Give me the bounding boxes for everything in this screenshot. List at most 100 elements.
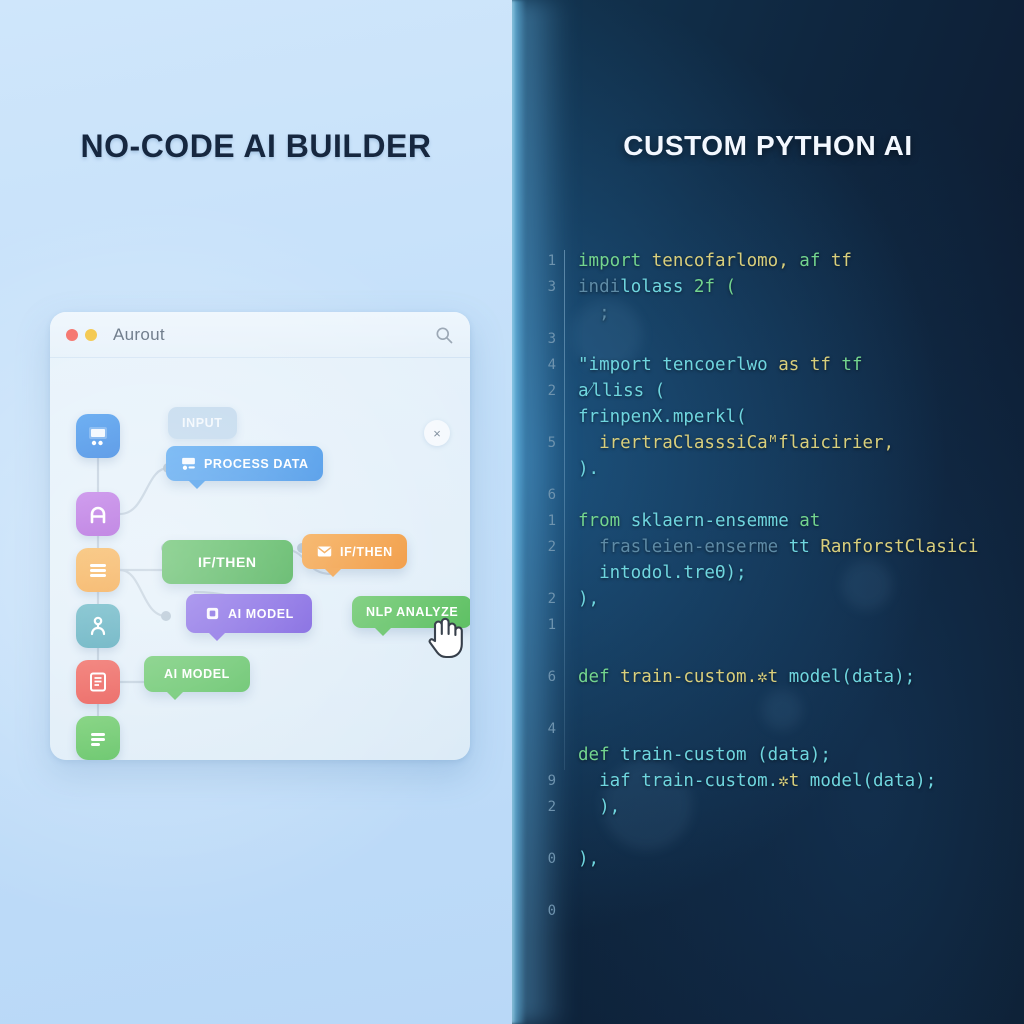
- line-number: 2: [547, 539, 556, 555]
- node-input[interactable]: INPUT: [168, 407, 237, 439]
- code-line: frinpenX.mperkl(: [578, 404, 1024, 430]
- code-line: [578, 898, 1024, 924]
- code-line: a⁄lliss (: [578, 378, 1024, 404]
- code-line: ),: [578, 846, 1024, 872]
- document-icon[interactable]: [76, 660, 120, 704]
- code-line: def train-custom (data);: [578, 742, 1024, 768]
- left-panel-title: NO-CODE AI BUILDER: [80, 128, 432, 164]
- builder-app-window: Aurout ×: [50, 312, 470, 760]
- search-icon[interactable]: [434, 325, 454, 345]
- node-if-then-orange[interactable]: IF/THEN: [302, 534, 407, 577]
- line-number: 6: [547, 669, 556, 685]
- node-process-data-label: PROCESS DATA: [204, 456, 309, 471]
- code-line: frasleien-enserme tt RanforstClasici: [578, 534, 1024, 560]
- code-line: ).: [578, 456, 1024, 482]
- code-line: [578, 612, 1024, 638]
- app-window-title: Aurout: [113, 324, 165, 344]
- code-line: "import tencoerlwo as tf tf: [578, 352, 1024, 378]
- code-line: ),: [578, 586, 1024, 612]
- line-number: 0: [547, 903, 556, 919]
- code-line: [578, 872, 1024, 898]
- code-line: irertraClasssiCaᴹflaicirier,: [578, 430, 1024, 456]
- node-if-then-orange-label: IF/THEN: [340, 544, 393, 559]
- code-token: ✲t: [757, 667, 789, 687]
- node-ai-model-purple[interactable]: AI MODEL: [186, 594, 312, 641]
- node-if-then-green-label: IF/THEN: [198, 554, 257, 570]
- code-line: intodol.treΘ);: [578, 560, 1024, 586]
- code-token: frasleien-enserme: [578, 537, 789, 557]
- line-number: 1: [547, 513, 556, 529]
- node-ai-model-green[interactable]: AI MODEL: [144, 656, 250, 700]
- right-panel-title: CUSTOM PYTHON AI: [623, 130, 913, 161]
- code-token: tencoerlwo: [662, 355, 779, 375]
- line-number: 6: [547, 487, 556, 503]
- line-number: 2: [547, 591, 556, 607]
- line-number: 4: [547, 357, 556, 373]
- flow-canvas[interactable]: ×: [50, 358, 470, 760]
- code-token: iaf train-custom.: [578, 771, 779, 791]
- node-process-data[interactable]: PROCESS DATA: [166, 446, 323, 489]
- code-line: [578, 716, 1024, 742]
- code-line: iaf train-custom.✲t model(data);: [578, 768, 1024, 794]
- presentation-users-icon[interactable]: [76, 414, 120, 458]
- code-line: import tencofarlomo, af tf: [578, 248, 1024, 274]
- line-number: 1: [547, 253, 556, 269]
- code-line: def train-custom.✲t model(data);: [578, 664, 1024, 690]
- line-number: 5: [547, 435, 556, 451]
- window-close-dot[interactable]: [66, 328, 78, 341]
- line-number: 3: [547, 331, 556, 347]
- node-nlp-analyze-label: NLP ANALYZE: [366, 605, 459, 619]
- ai-chip-icon: [206, 607, 219, 620]
- envelope-icon: [317, 546, 332, 557]
- line-number: [530, 300, 556, 326]
- code-token: af: [799, 251, 831, 271]
- list-document-icon[interactable]: [76, 716, 120, 760]
- bokeh-dot: [602, 760, 692, 850]
- code-token: ),: [578, 849, 600, 869]
- line-number: [530, 872, 556, 898]
- code-token: train-custom (data);: [620, 745, 831, 765]
- node-if-then-green[interactable]: IF/THEN: [162, 540, 293, 584]
- window-minimize-dot[interactable]: [85, 328, 97, 341]
- node-person-icon[interactable]: [76, 604, 120, 648]
- code-token: tf: [830, 251, 852, 271]
- line-number: 2: [547, 799, 556, 815]
- code-token: tf: [809, 355, 842, 375]
- code-line: ;: [578, 300, 1024, 326]
- line-number: [530, 690, 556, 716]
- code-token: tf: [841, 355, 863, 375]
- code-token: from: [578, 511, 631, 531]
- close-icon[interactable]: ×: [424, 420, 450, 446]
- person-avatar-icon[interactable]: [76, 492, 120, 536]
- code-line: indilolass 2f (: [578, 274, 1024, 300]
- line-number: [530, 404, 556, 430]
- node-ai-model-purple-label: AI MODEL: [228, 606, 294, 621]
- no-code-panel: NO-CODE AI BUILDER Aurout ×: [0, 0, 512, 1024]
- code-token: ),: [578, 797, 621, 817]
- code-token: intodol.treΘ);: [578, 563, 747, 583]
- code-token: a⁄lliss (: [578, 381, 666, 401]
- code-line: from sklaern-ensemme at: [578, 508, 1024, 534]
- bokeh-dot: [762, 690, 802, 730]
- line-number: 2: [547, 383, 556, 399]
- line-number: [530, 820, 556, 846]
- node-nlp-analyze[interactable]: NLP ANALYZE: [352, 596, 470, 636]
- line-number: [530, 638, 556, 664]
- line-number: 9: [547, 773, 556, 789]
- data-card-icon: [182, 457, 195, 470]
- code-token: frinpenX.mperkl(: [578, 407, 747, 427]
- bokeh-dot: [572, 300, 642, 370]
- code-line: [578, 638, 1024, 664]
- menu-lines-icon[interactable]: [76, 548, 120, 592]
- line-number: [530, 456, 556, 482]
- code-token: as: [778, 355, 810, 375]
- code-token: import: [578, 251, 652, 271]
- code-token: ;: [578, 303, 610, 323]
- bokeh-dot: [842, 560, 892, 610]
- code-token: def: [578, 745, 621, 765]
